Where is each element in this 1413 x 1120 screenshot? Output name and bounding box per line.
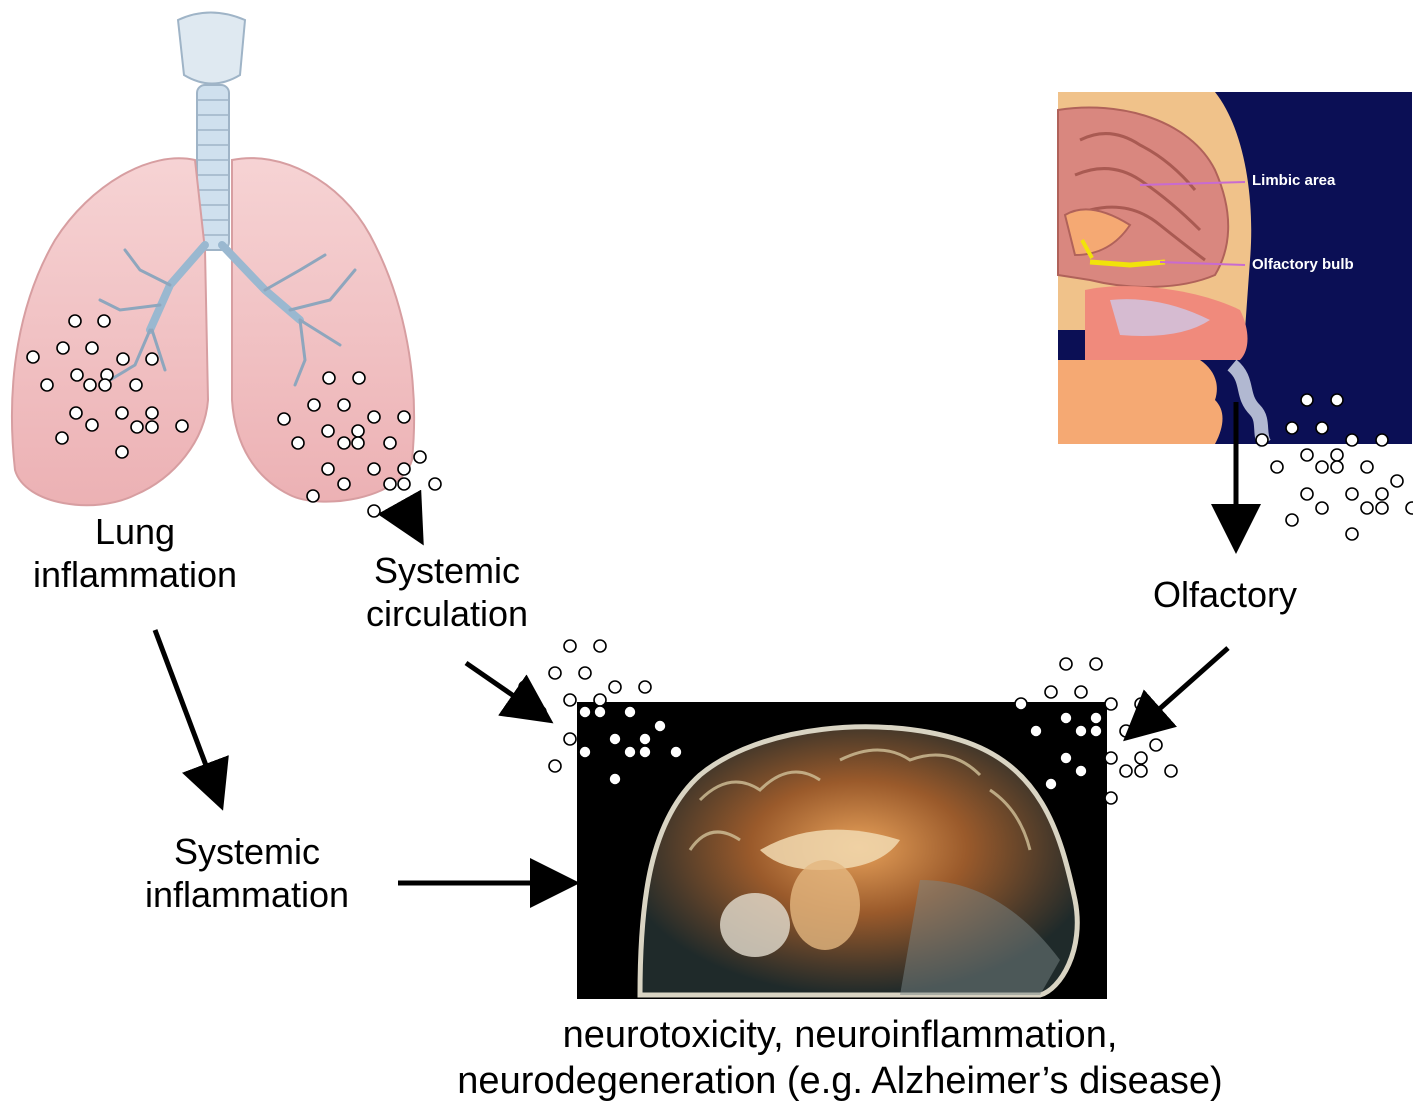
label-lung-inflammation: Lung inflammation [0,510,270,596]
head-label-limbic-area: Limbic area [1252,172,1335,189]
label-systemic-circulation: Systemic circulation [330,549,564,635]
label-neuro-line2: neurodegeneration (e.g. Alzheimer’s dise… [330,1058,1350,1104]
face-shape [1058,360,1223,444]
label-lung-line1: Lung [0,510,270,553]
label-systemic-circulation-line1: Systemic [330,549,564,592]
label-systemic-inflammation-line1: Systemic [112,830,382,873]
left-lung-shape [12,158,208,505]
head-label-olfactory-bulb: Olfactory bulb [1252,256,1354,273]
arrow-lung-to-systemic-circulation [400,503,414,528]
label-neuro-line1: neurotoxicity, neuroinflammation, [330,1012,1350,1058]
head-illustration [1058,92,1412,444]
label-systemic-inflammation-line2: inflammation [112,873,382,916]
olfactory-path [1090,262,1165,265]
label-systemic-circulation-line2: circulation [330,592,564,635]
mri-brain-image [577,702,1107,999]
label-lung-line2: inflammation [0,553,270,596]
label-neuro-outcomes: neurotoxicity, neuroinflammation, neurod… [330,1012,1350,1105]
label-systemic-inflammation: Systemic inflammation [112,830,382,916]
right-lung-shape [232,158,414,502]
larynx-shape [178,13,245,84]
arrow-olfactory-to-brain [1138,648,1228,728]
label-olfactory: Olfactory [1110,573,1340,616]
arrow-lung-to-systemic-inflammation [155,630,216,792]
